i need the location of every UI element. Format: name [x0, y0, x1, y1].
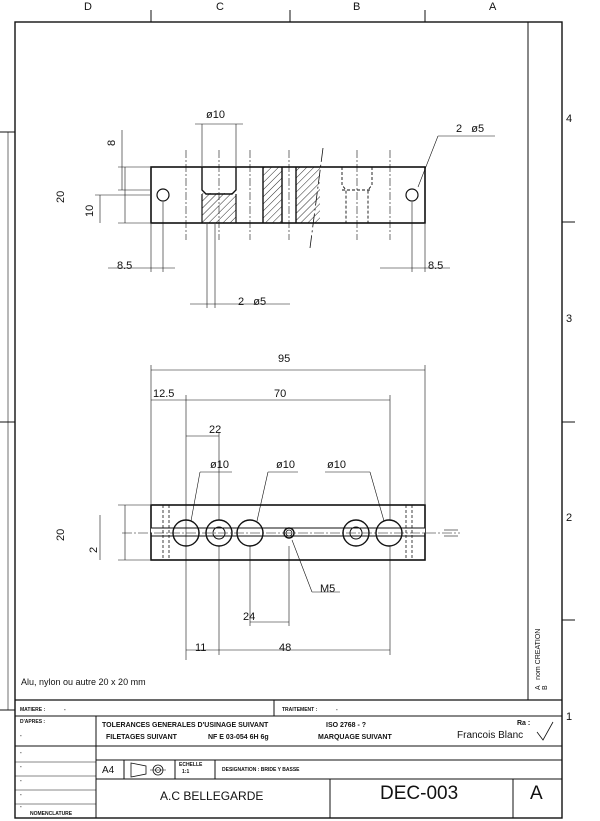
format-label: A4	[102, 765, 115, 776]
top-view	[95, 123, 495, 308]
designation: DESIGNATION : BRIDE Y BASSE	[222, 767, 300, 773]
dim-label: ø10	[210, 459, 229, 471]
dim-label: 22	[209, 424, 221, 436]
dim-label: 11	[195, 642, 206, 654]
title-block-text: MATIERE : - TRAITEMENT : - D'APRES : - T…	[20, 707, 543, 817]
zone-row-label: 1	[566, 711, 572, 723]
dapres-label: D'APRES :	[20, 719, 45, 725]
dim-label: 2	[88, 547, 100, 553]
zone-col-label: D	[84, 1, 92, 13]
sheet-frame	[0, 10, 575, 819]
nomenclature-row: -	[20, 804, 22, 810]
material-note: Alu, nylon ou autre 20 x 20 mm	[21, 677, 146, 687]
dim-label: 24	[243, 611, 255, 623]
nomenclature-row: -	[20, 778, 22, 784]
nomenclature-label: NOMENCLATURE	[30, 811, 73, 817]
nomenclature-row: -	[20, 792, 22, 798]
zone-letters: D C B A 4 3 2 1	[84, 1, 572, 723]
zone-col-label: C	[216, 1, 224, 13]
nomenclature-row: -	[20, 750, 22, 756]
traitement-label: TRAITEMENT :	[282, 707, 318, 713]
dim-label: 8.5	[117, 260, 132, 272]
marquage-label: MARQUAGE SUIVANT	[318, 734, 392, 741]
dim-label: 95	[278, 353, 290, 365]
tolerance-line-1: TOLERANCES GENERALES D'USINAGE SUIVANT	[102, 722, 269, 729]
dim-label: 2 ø5	[238, 296, 266, 308]
dim-label: 12.5	[153, 388, 174, 400]
drawing-number: DEC-003	[380, 783, 458, 804]
dim-label: 8.5	[428, 260, 443, 272]
revision-letter-b: B	[542, 685, 549, 690]
revision-index: A	[530, 783, 543, 804]
dim-label: ø10	[276, 459, 295, 471]
title-block-lines	[15, 700, 562, 818]
dim-label: 20	[55, 191, 67, 203]
ra-label: Ra :	[517, 720, 530, 727]
echelle-label: ECHELLE	[179, 762, 203, 768]
zone-row-label: 2	[566, 512, 572, 524]
matiere-label: MATIERE :	[20, 707, 46, 713]
front-view	[99, 365, 460, 660]
zone-row-label: 4	[566, 113, 572, 125]
traitement-value: -	[336, 707, 338, 713]
matiere-value: -	[64, 707, 66, 713]
dim-label: 48	[279, 642, 291, 654]
dim-label: 10	[84, 205, 96, 217]
nomenclature-row: -	[20, 764, 22, 770]
dapres-value: -	[20, 733, 22, 739]
front-view-dimensions: 95 12.5 70 22 ø10 ø10 ø10 20 2 M5 24 11 …	[55, 353, 346, 654]
dim-label: 70	[274, 388, 286, 400]
dim-label: 2 ø5	[456, 123, 484, 135]
dim-label: 20	[55, 529, 67, 541]
echelle-value: 1:1	[182, 769, 189, 775]
tolerance-standard-1: ISO 2768 - ?	[326, 722, 366, 729]
tolerance-line-2: FILETAGES SUIVANT	[106, 734, 178, 741]
tolerance-standard-2: NF E 03-054 6H 6g	[208, 734, 269, 741]
zone-col-label: B	[353, 1, 360, 13]
dim-label: 8	[106, 140, 118, 146]
company-name: A.C BELLEGARDE	[160, 789, 263, 803]
top-view-dimensions: ø10 8 20 10 8.5 8.5 2 ø5 2 ø5	[55, 109, 484, 308]
zone-col-label: A	[489, 1, 497, 13]
dim-label: ø10	[206, 109, 225, 121]
revision-text: A nom CREATION	[535, 629, 542, 690]
dim-label: M5	[320, 583, 335, 595]
zone-row-label: 3	[566, 313, 572, 325]
revision-block: A nom CREATION B	[535, 629, 549, 690]
author-name: Francois Blanc	[457, 730, 523, 741]
dim-label: ø10	[327, 459, 346, 471]
